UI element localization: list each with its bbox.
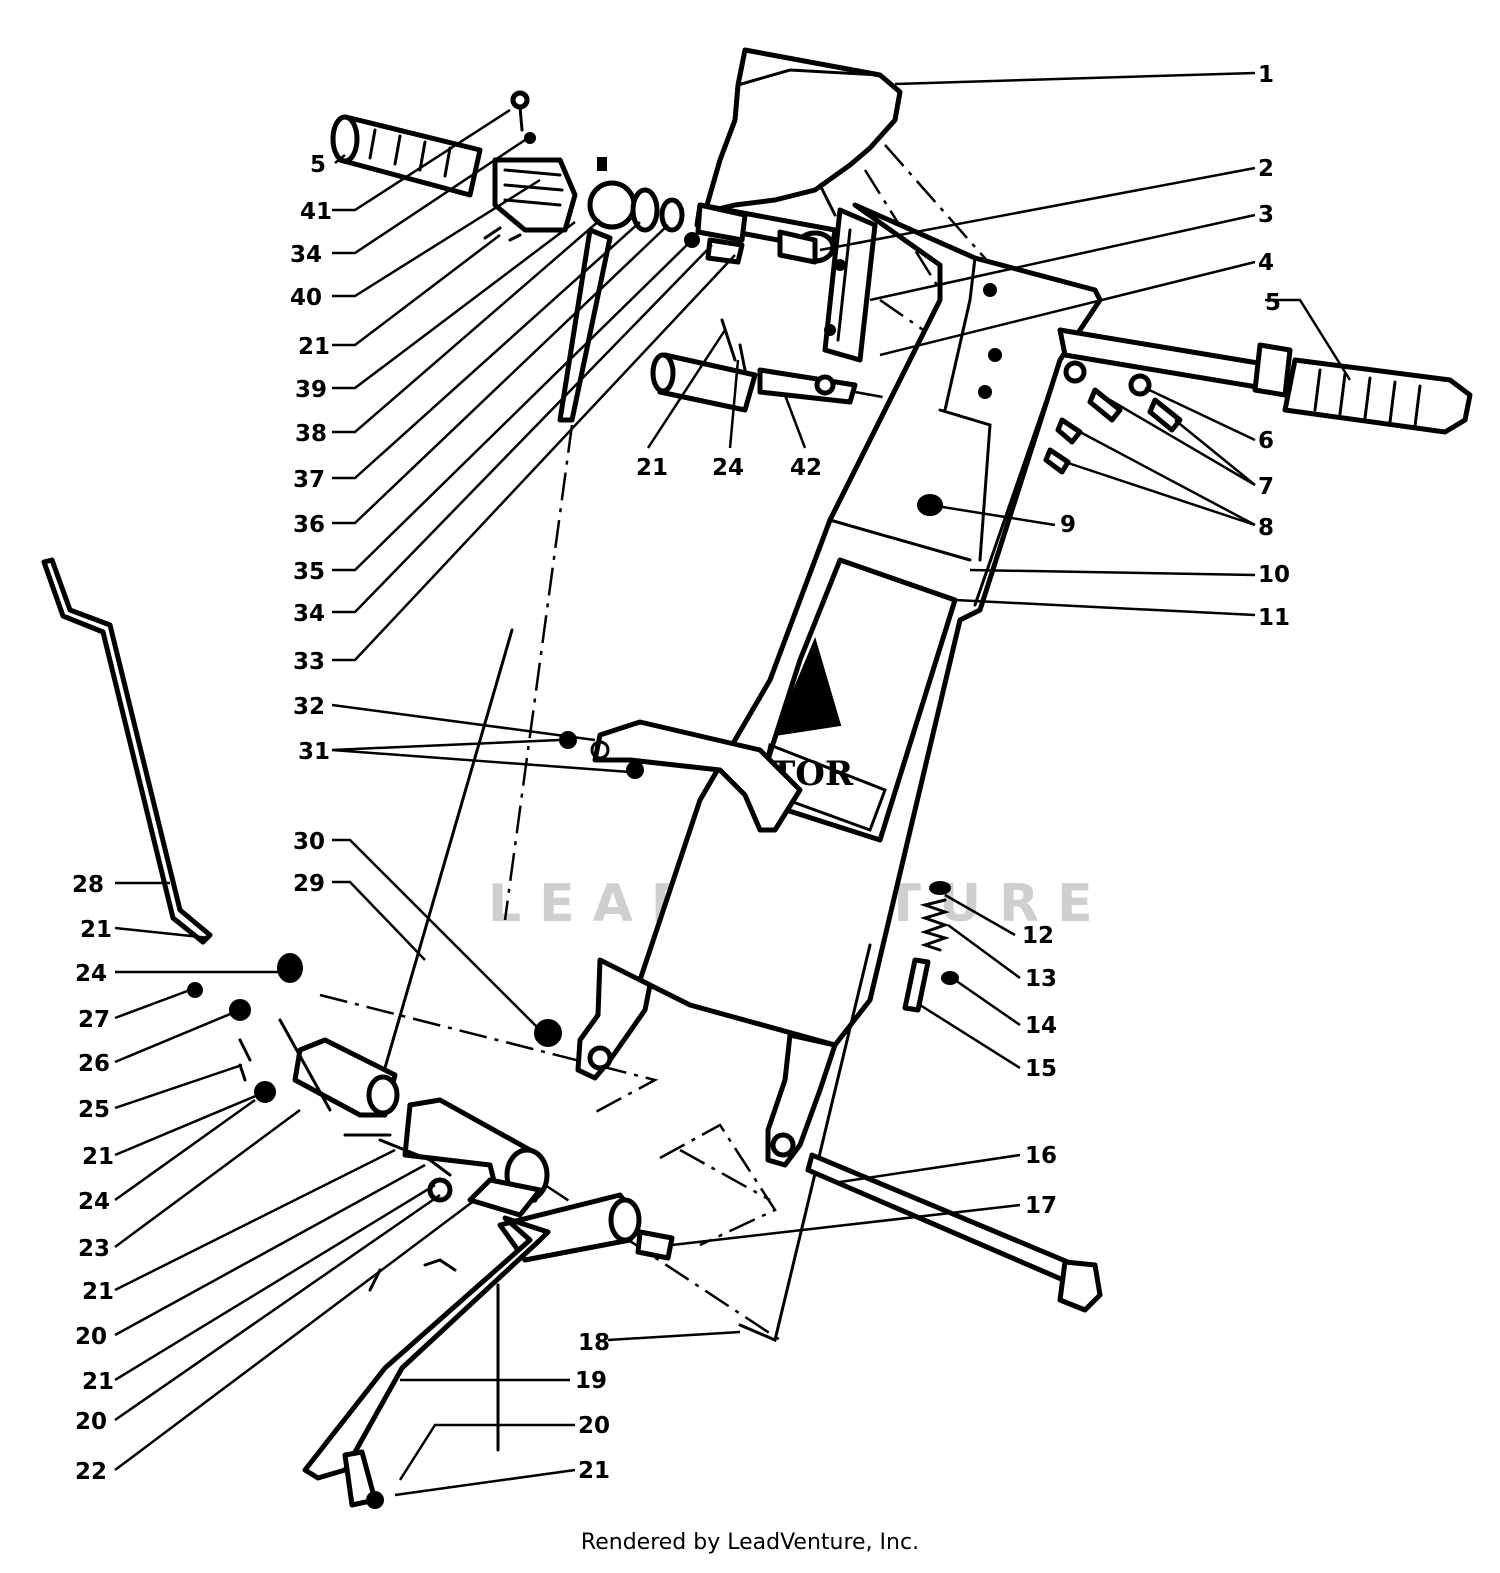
callout-19: 19	[575, 1368, 607, 1394]
callout-21-f: 21	[82, 1369, 114, 1395]
callout-29: 29	[293, 871, 325, 897]
callout-1: 1	[1258, 62, 1274, 88]
callout-4: 4	[1258, 250, 1274, 276]
callout-7: 7	[1258, 474, 1274, 500]
callout-9: 9	[1060, 512, 1076, 538]
callout-21-e: 21	[82, 1279, 114, 1305]
callout-34-mid: 34	[293, 601, 325, 627]
callout-41: 41	[300, 199, 332, 225]
callout-40: 40	[290, 285, 322, 311]
bolt-16	[805, 1152, 1103, 1313]
callout-21-b: 21	[80, 917, 112, 943]
callout-27: 27	[78, 1007, 110, 1033]
callout-23: 23	[78, 1236, 110, 1262]
frame-lower-forks	[575, 957, 838, 1168]
callout-5-right: 5	[1265, 290, 1281, 316]
callout-18: 18	[578, 1330, 610, 1356]
callout-28: 28	[72, 872, 104, 898]
callout-31: 31	[298, 739, 330, 765]
callout-10: 10	[1258, 562, 1290, 588]
callout-2: 2	[1258, 156, 1274, 182]
callout-17: 17	[1025, 1193, 1057, 1219]
callout-12: 12	[1022, 923, 1054, 949]
callout-6: 6	[1258, 428, 1274, 454]
callout-32: 32	[293, 694, 325, 720]
callout-20-right: 20	[578, 1413, 610, 1439]
callout-14: 14	[1025, 1013, 1057, 1039]
callout-22: 22	[75, 1459, 107, 1485]
callout-39: 39	[295, 377, 327, 403]
callout-25: 25	[78, 1097, 110, 1123]
lever-rod-28	[41, 557, 213, 945]
spring-assembly	[902, 881, 959, 1013]
rod-18	[738, 943, 872, 1343]
fasteners-6-7-8	[1043, 360, 1183, 475]
callout-16: 16	[1025, 1143, 1057, 1169]
left-control-mechanism	[483, 90, 748, 423]
callout-21-center: 21	[636, 455, 668, 481]
callout-38: 38	[295, 421, 327, 447]
leader-lines	[114, 71, 1352, 1497]
callout-35: 35	[293, 559, 325, 585]
rod-29	[378, 628, 514, 1087]
callout-26: 26	[78, 1051, 110, 1077]
callout-21-d: 21	[82, 1144, 114, 1170]
callout-labels: 1 2 3 4 5 6 7 8 9 10 11 12 13 14 15 16 1…	[72, 62, 1290, 1485]
callout-5-left: 5	[310, 152, 326, 178]
callout-15: 15	[1025, 1056, 1057, 1082]
callout-21-top: 21	[298, 334, 330, 360]
callout-13: 13	[1025, 966, 1057, 992]
callout-36: 36	[293, 512, 325, 538]
callout-11: 11	[1258, 605, 1290, 631]
callout-21-right: 21	[578, 1458, 610, 1484]
callout-20-a: 20	[75, 1324, 107, 1350]
callout-24-b: 24	[75, 961, 107, 987]
pivot-shaft-42	[650, 318, 858, 413]
right-grip	[1252, 342, 1473, 435]
callout-30: 30	[293, 829, 325, 855]
callout-33: 33	[293, 649, 325, 675]
callout-42: 42	[790, 455, 822, 481]
callout-20-b: 20	[75, 1409, 107, 1435]
callout-3: 3	[1258, 202, 1274, 228]
rod-19	[302, 1215, 551, 1509]
callout-37: 37	[293, 467, 325, 493]
footer-credit: Rendered by LeadVenture, Inc.	[580, 1530, 920, 1555]
callout-24-d: 24	[78, 1189, 110, 1215]
callout-34-top: 34	[290, 242, 322, 268]
left-grip	[330, 114, 483, 198]
callout-24-center: 24	[712, 455, 744, 481]
callout-8: 8	[1258, 515, 1274, 541]
control-housing	[702, 47, 903, 217]
handle-upper-bar	[1057, 327, 1278, 393]
